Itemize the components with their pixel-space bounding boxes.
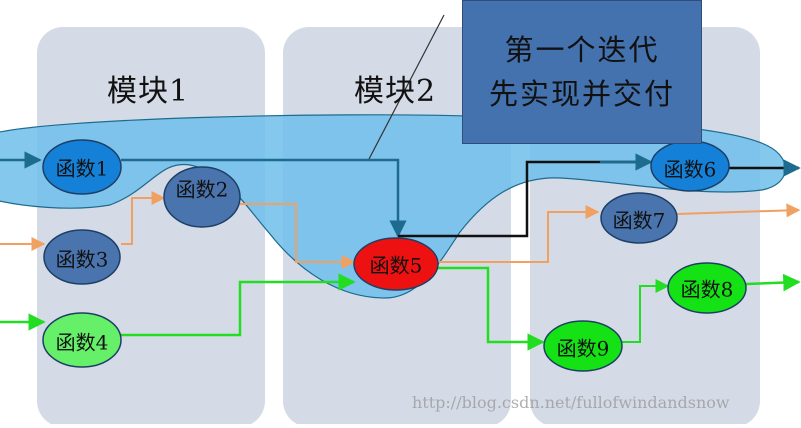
node-f9-label: 函数9 (556, 336, 610, 361)
node-f4 (42, 312, 122, 368)
node-f3-label: 函数3 (55, 247, 109, 272)
node-f5-label: 函数5 (369, 253, 423, 278)
arrow-f9-to-f8 (622, 279, 670, 343)
node-f2 (163, 166, 241, 228)
arrow-f8-out (745, 273, 801, 292)
arrow-f5-to-f9 (438, 266, 545, 351)
callout-line-1: 第一个迭代 (504, 33, 660, 67)
node-f1 (42, 139, 122, 195)
module-1-title: 模块1 (107, 74, 190, 109)
arrow-f7-out (676, 203, 801, 218)
iteration-callout: 第一个迭代 先实现并交付 (462, 0, 702, 144)
arrow-f5-to-f6 (398, 160, 650, 238)
node-f9 (543, 320, 623, 372)
node-f6-label: 函数6 (663, 157, 717, 182)
node-f7 (600, 192, 678, 244)
node-f4-label: 函数4 (55, 330, 109, 355)
node-f8 (667, 262, 747, 314)
node-f1-label: 函数1 (55, 156, 109, 181)
node-f7-label: 函数7 (612, 208, 666, 233)
node-f2-label: 函数2 (175, 177, 229, 202)
arrow-f1-to-f5-main (121, 158, 407, 238)
watermark: http://blog.csdn.net/fullofwindandsnow (412, 393, 730, 412)
arrow-f2-to-f5 (240, 203, 356, 269)
arrow-f3-to-f2 (121, 191, 166, 245)
node-f5 (353, 237, 439, 291)
arrow-f4-to-f5 (121, 273, 356, 337)
node-f8-label: 函数8 (680, 277, 734, 302)
node-f3 (43, 229, 121, 285)
callout-pointer (367, 14, 445, 162)
callout-line-2: 先实现并交付 (488, 77, 675, 111)
arrow-f5-to-f7 (438, 205, 600, 263)
module-2-title: 模块2 (354, 74, 437, 109)
